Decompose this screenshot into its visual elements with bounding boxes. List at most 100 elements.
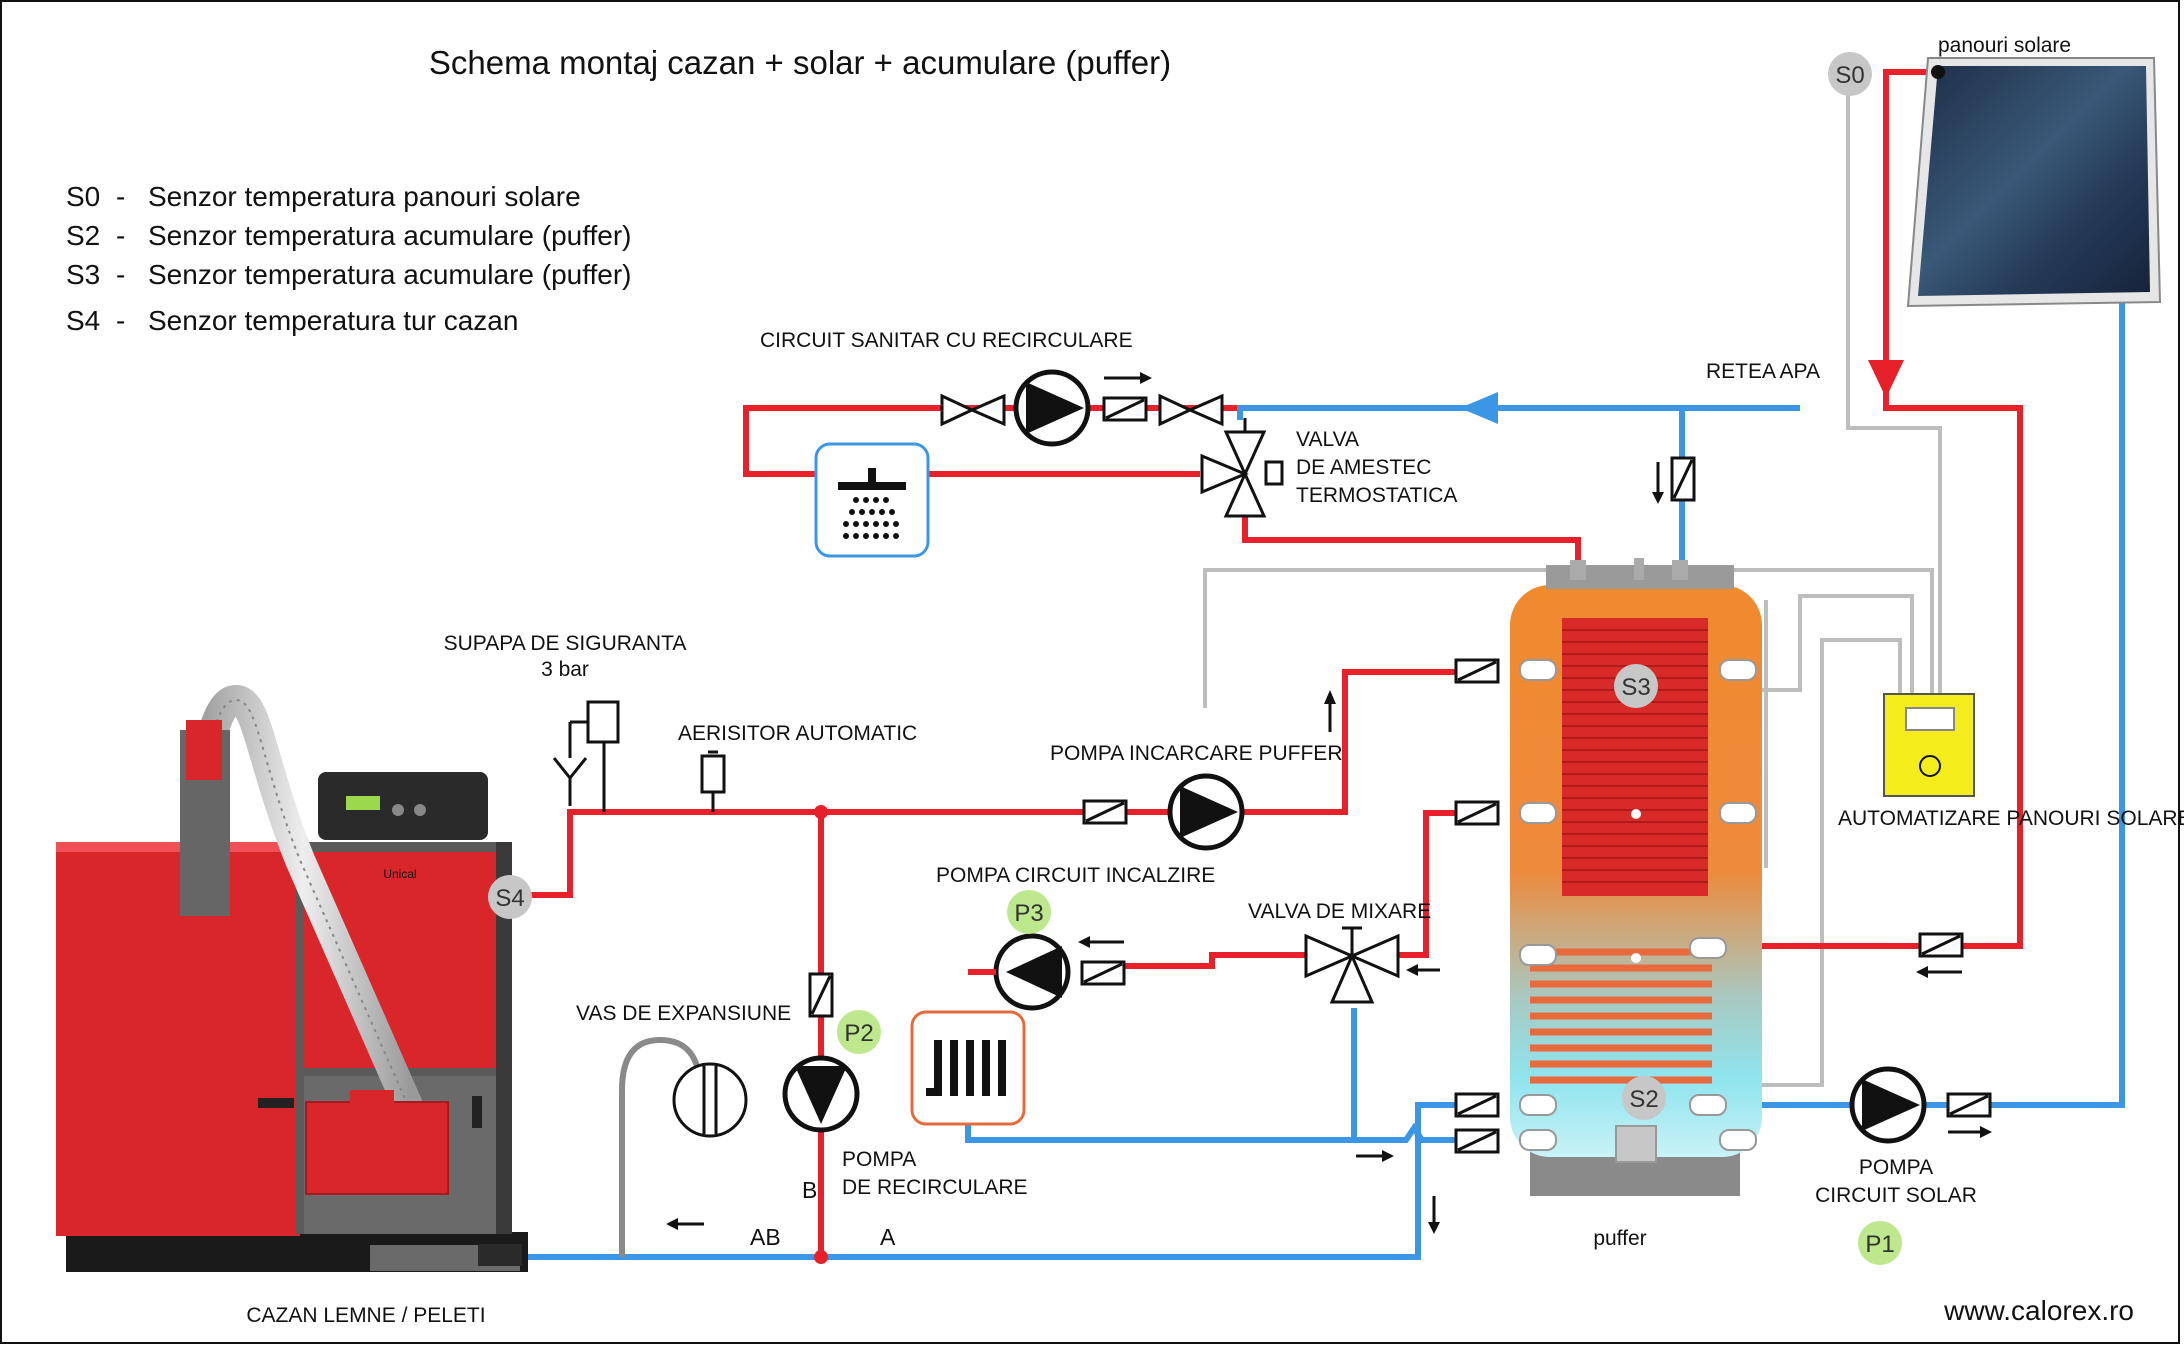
s3-wire (1740, 594, 1914, 695)
tank-check-valve[interactable] (1454, 1092, 1500, 1118)
tank-check-valve[interactable] (1454, 658, 1500, 684)
tank-check-valve[interactable] (1454, 800, 1500, 826)
pump-badge-label: P2 (844, 1020, 873, 1047)
solar-panels-label: panouri solare (1938, 34, 2071, 57)
port-b-label: B (802, 1177, 817, 1203)
check-valve[interactable] (1102, 372, 1152, 422)
legend-code: S4 (66, 305, 100, 336)
radiator-icon (910, 1010, 1026, 1126)
sanitary-pump[interactable] (1013, 369, 1091, 447)
check-valve[interactable] (1082, 799, 1128, 825)
hot-pipes (528, 69, 2023, 1257)
legend-separator: - (116, 305, 125, 336)
safety-valve[interactable] (552, 700, 620, 812)
sensor-s3: S3 (1614, 664, 1658, 708)
legend-code: S0 (66, 181, 100, 212)
sensor-s2: S2 (1622, 1076, 1666, 1120)
legend-text: Senzor temperatura tur cazan (148, 305, 518, 336)
legend-text: Senzor temperatura acumulare (puffer) (148, 259, 632, 290)
solar-flow-arrow (1868, 360, 1904, 398)
sensor-label: S0 (1835, 62, 1864, 89)
ball-valve[interactable] (1158, 393, 1224, 427)
check-valve[interactable] (808, 972, 834, 1018)
solar-pump[interactable] (1849, 1066, 1927, 1144)
legend-separator: - (116, 181, 125, 212)
diagram-title: Schema montaj cazan + solar + acumulare … (429, 44, 1171, 81)
puffer-label: puffer (1593, 1227, 1646, 1250)
expansion-vessel-label: VAS DE EXPANSIUNE (576, 1002, 791, 1025)
safety-valve-label-2: 3 bar (541, 658, 589, 681)
solar-cold-pipe (1704, 302, 2125, 1108)
port-ab-label: AB (750, 1224, 781, 1250)
thermostatic-mixing-valve[interactable] (1200, 418, 1284, 518)
recirculation-pump-label-1: POMPA (842, 1148, 916, 1171)
return-flow-arrow (666, 1218, 704, 1230)
legend-separator: - (116, 220, 125, 251)
junction-dot (814, 805, 828, 819)
three-way-mixing-valve[interactable] (1304, 926, 1400, 1004)
sensor-s4: S4 (488, 875, 532, 919)
puffer-tank (1510, 558, 1762, 1196)
heating-to-valve-pipe (1090, 952, 1307, 969)
air-vent[interactable] (700, 750, 726, 812)
pump-badge-p2: P2 (837, 1010, 881, 1054)
water-network-pipe (1237, 405, 1800, 420)
boiler (56, 684, 528, 1272)
heating-pump[interactable] (993, 933, 1071, 1011)
junction-dot (814, 1250, 828, 1264)
expansion-vessel (619, 1036, 748, 1257)
pump-badge-label: P3 (1014, 900, 1043, 927)
puffer-loading-pump[interactable] (1167, 773, 1245, 851)
sensor-label: S4 (495, 885, 524, 912)
legend-item-s3: S3 - Senzor temperatura acumulare (puffe… (66, 259, 632, 290)
legend-item-s2: S2 - Senzor temperatura acumulare (puffe… (66, 220, 632, 251)
legend-text: Senzor temperatura acumulare (puffer) (148, 220, 632, 251)
solar-flow-check-valve[interactable] (1946, 1092, 1992, 1138)
boiler-label: CAZAN LEMNE / PELETI (246, 1304, 485, 1327)
legend-code: S2 (66, 220, 100, 251)
puffer-loading-pump-label: POMPA INCARCARE PUFFER (1050, 742, 1342, 765)
heating-pump-label: POMPA CIRCUIT INCALZIRE (936, 864, 1215, 887)
flow-down-arrow (1428, 1196, 1440, 1234)
solar-pump-label-1: POMPA (1859, 1156, 1933, 1179)
solar-return-check-valve[interactable] (1916, 932, 1964, 978)
safety-valve-label-1: SUPAPA DE SIGURANTA (444, 632, 687, 655)
flow-left-arrow (1406, 964, 1440, 976)
shower-icon (814, 442, 930, 558)
water-flow-arrow (1460, 392, 1498, 424)
sanitary-circuit-label: CIRCUIT SANITAR CU RECIRCULARE (760, 329, 1133, 352)
solar-pump-label-2: CIRCUIT SOLAR (1815, 1184, 1977, 1207)
check-valve[interactable] (1078, 936, 1126, 986)
boiler-flow-pipe (528, 669, 1456, 898)
legend: S0 - Senzor temperatura panouri solare S… (66, 181, 632, 336)
return-bridge-pipe (1352, 1122, 1456, 1143)
sensor-label: S2 (1629, 1086, 1658, 1113)
sensor-s0: S0 (1828, 52, 1872, 96)
legend-text: Senzor temperatura panouri solare (148, 181, 581, 212)
port-a-label: A (880, 1224, 896, 1250)
mixing-to-tank-pipe (1242, 505, 1581, 568)
cold-inlet-check-valve[interactable] (1652, 456, 1696, 504)
signal-wires (1203, 90, 1942, 1087)
legend-item-s4: S4 - Senzor temperatura tur cazan (66, 305, 518, 336)
website-label[interactable]: www.calorex.ro (1943, 1295, 2134, 1326)
legend-code: S3 (66, 259, 100, 290)
boiler-return-pipe (520, 1102, 1456, 1260)
flow-right-arrow (1356, 1150, 1394, 1162)
solar-controller-label: AUTOMATIZARE PANOURI SOLARE (1838, 807, 2184, 830)
mixing-valve-label: VALVA DE MIXARE (1248, 900, 1431, 923)
boiler-brand: Unical (383, 867, 416, 881)
recirculation-pump-label-2: DE RECIRCULARE (842, 1176, 1028, 1199)
recirculation-pump[interactable] (782, 1055, 860, 1133)
solar-hot-pipe (1704, 69, 2023, 949)
ball-valve[interactable] (940, 393, 1006, 427)
tank-check-valve[interactable] (1454, 1128, 1500, 1154)
solar-controller[interactable] (1883, 693, 1975, 797)
s0-wire (1846, 90, 1942, 695)
mixing-valve-label-3: TERMOSTATICA (1296, 484, 1457, 507)
mixing-valve-label-1: VALVA (1296, 428, 1359, 451)
legend-separator: - (116, 259, 125, 290)
heating-return-pipe (965, 1008, 1357, 1143)
